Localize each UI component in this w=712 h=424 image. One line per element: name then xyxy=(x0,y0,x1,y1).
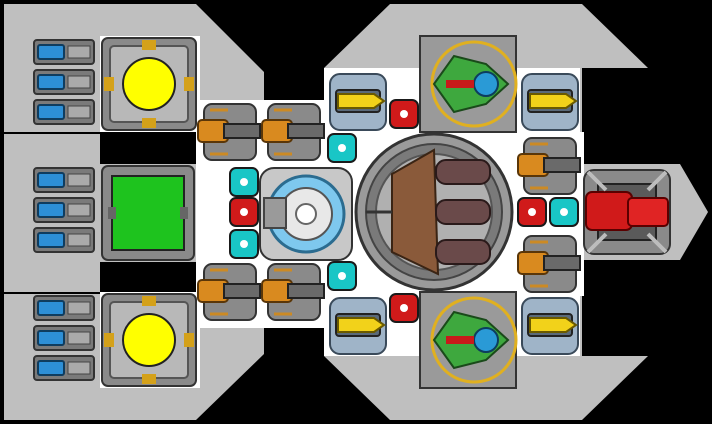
thruster-icon xyxy=(37,172,65,188)
missile-icon xyxy=(337,93,386,109)
reactor[interactable] xyxy=(354,132,514,292)
power-node[interactable] xyxy=(389,293,419,323)
thruster-icon xyxy=(37,300,65,316)
shield-generator[interactable] xyxy=(259,167,353,261)
power-node[interactable] xyxy=(517,197,547,227)
missile-launcher[interactable] xyxy=(521,297,579,355)
power-node[interactable] xyxy=(389,99,419,129)
thruster-bank[interactable] xyxy=(33,167,95,253)
nose-cannon-icon xyxy=(585,191,633,231)
power-node[interactable] xyxy=(327,261,357,291)
power-core-bottom[interactable] xyxy=(101,293,197,387)
drone-bays xyxy=(419,35,518,389)
cannon-turret[interactable] xyxy=(261,103,325,161)
thruster-icon xyxy=(37,44,65,60)
power-core-icon xyxy=(122,313,176,367)
missile-icon xyxy=(529,317,578,333)
reactor-icon xyxy=(391,148,440,276)
cannon-turret[interactable] xyxy=(517,137,581,195)
thruster-icon xyxy=(37,330,65,346)
power-nodes xyxy=(229,99,579,323)
console-icon xyxy=(111,175,185,251)
power-core-icon xyxy=(122,57,176,111)
thruster-icon xyxy=(37,74,65,90)
missile-icon xyxy=(529,93,578,109)
thruster-banks xyxy=(33,39,95,381)
thruster-bank[interactable] xyxy=(33,39,95,125)
cannon-turret[interactable] xyxy=(197,103,261,161)
thruster-icon xyxy=(37,202,65,218)
drone-bay[interactable] xyxy=(419,291,518,389)
nose-cannon[interactable] xyxy=(583,169,671,255)
missile-icon xyxy=(337,317,386,333)
missile-launchers xyxy=(329,73,579,355)
thruster-icon xyxy=(37,360,65,376)
thruster-icon xyxy=(37,232,65,248)
thruster-icon xyxy=(37,104,65,120)
missile-launcher[interactable] xyxy=(329,297,387,355)
power-node[interactable] xyxy=(229,229,259,259)
power-core-top[interactable] xyxy=(101,37,197,131)
control-console[interactable] xyxy=(101,165,195,261)
cannon-turrets xyxy=(197,103,581,321)
drone-bay[interactable] xyxy=(419,35,518,133)
missile-launcher[interactable] xyxy=(521,73,579,131)
power-node[interactable] xyxy=(549,197,579,227)
power-node[interactable] xyxy=(229,197,259,227)
cannon-turret[interactable] xyxy=(261,263,325,321)
cannon-turret[interactable] xyxy=(517,235,581,293)
cannon-turret[interactable] xyxy=(197,263,261,321)
power-node[interactable] xyxy=(229,167,259,197)
missile-launcher[interactable] xyxy=(329,73,387,131)
power-node[interactable] xyxy=(327,133,357,163)
thruster-bank[interactable] xyxy=(33,295,95,381)
